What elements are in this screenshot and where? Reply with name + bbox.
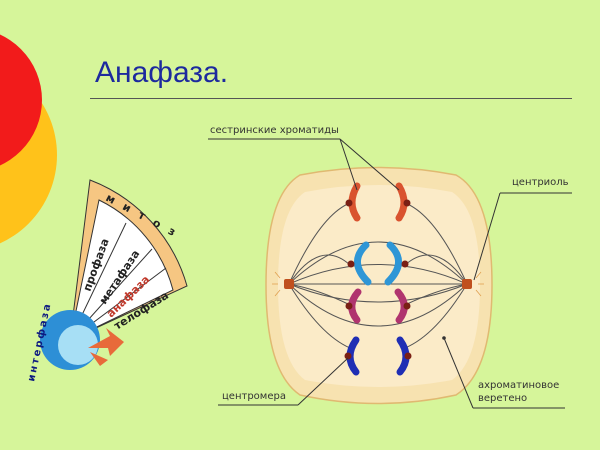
label-spindle-line1: ахроматиновое [478, 380, 559, 391]
spindle-fibers [288, 202, 468, 349]
title-divider [90, 98, 572, 99]
centriole-left [284, 279, 294, 289]
aster-rays [272, 271, 484, 297]
cytoplasm [278, 185, 480, 387]
centriole-right [462, 279, 472, 289]
label-centriole: центриоль [512, 177, 569, 188]
cycle-arrow-icon [88, 328, 124, 356]
leader-lines [208, 138, 572, 409]
spindle-pointer-dot [442, 336, 446, 340]
phases-fan [69, 199, 174, 341]
slide-title: Анафаза. [95, 56, 229, 89]
interphase-core [58, 325, 98, 365]
label-sister-chromatids: сестринские хроматиды [210, 125, 339, 136]
cell-cycle-diagram: митоз интерфаза профаза метафаза анафаза… [25, 179, 188, 383]
cycle-arrow-tail-icon [90, 352, 108, 366]
label-spindle-line2: веретено [478, 393, 527, 404]
decor-red-circle [0, 34, 42, 166]
label-centromere: центромера [222, 391, 286, 402]
centromeres [344, 199, 412, 360]
anaphase-cell [265, 166, 493, 405]
